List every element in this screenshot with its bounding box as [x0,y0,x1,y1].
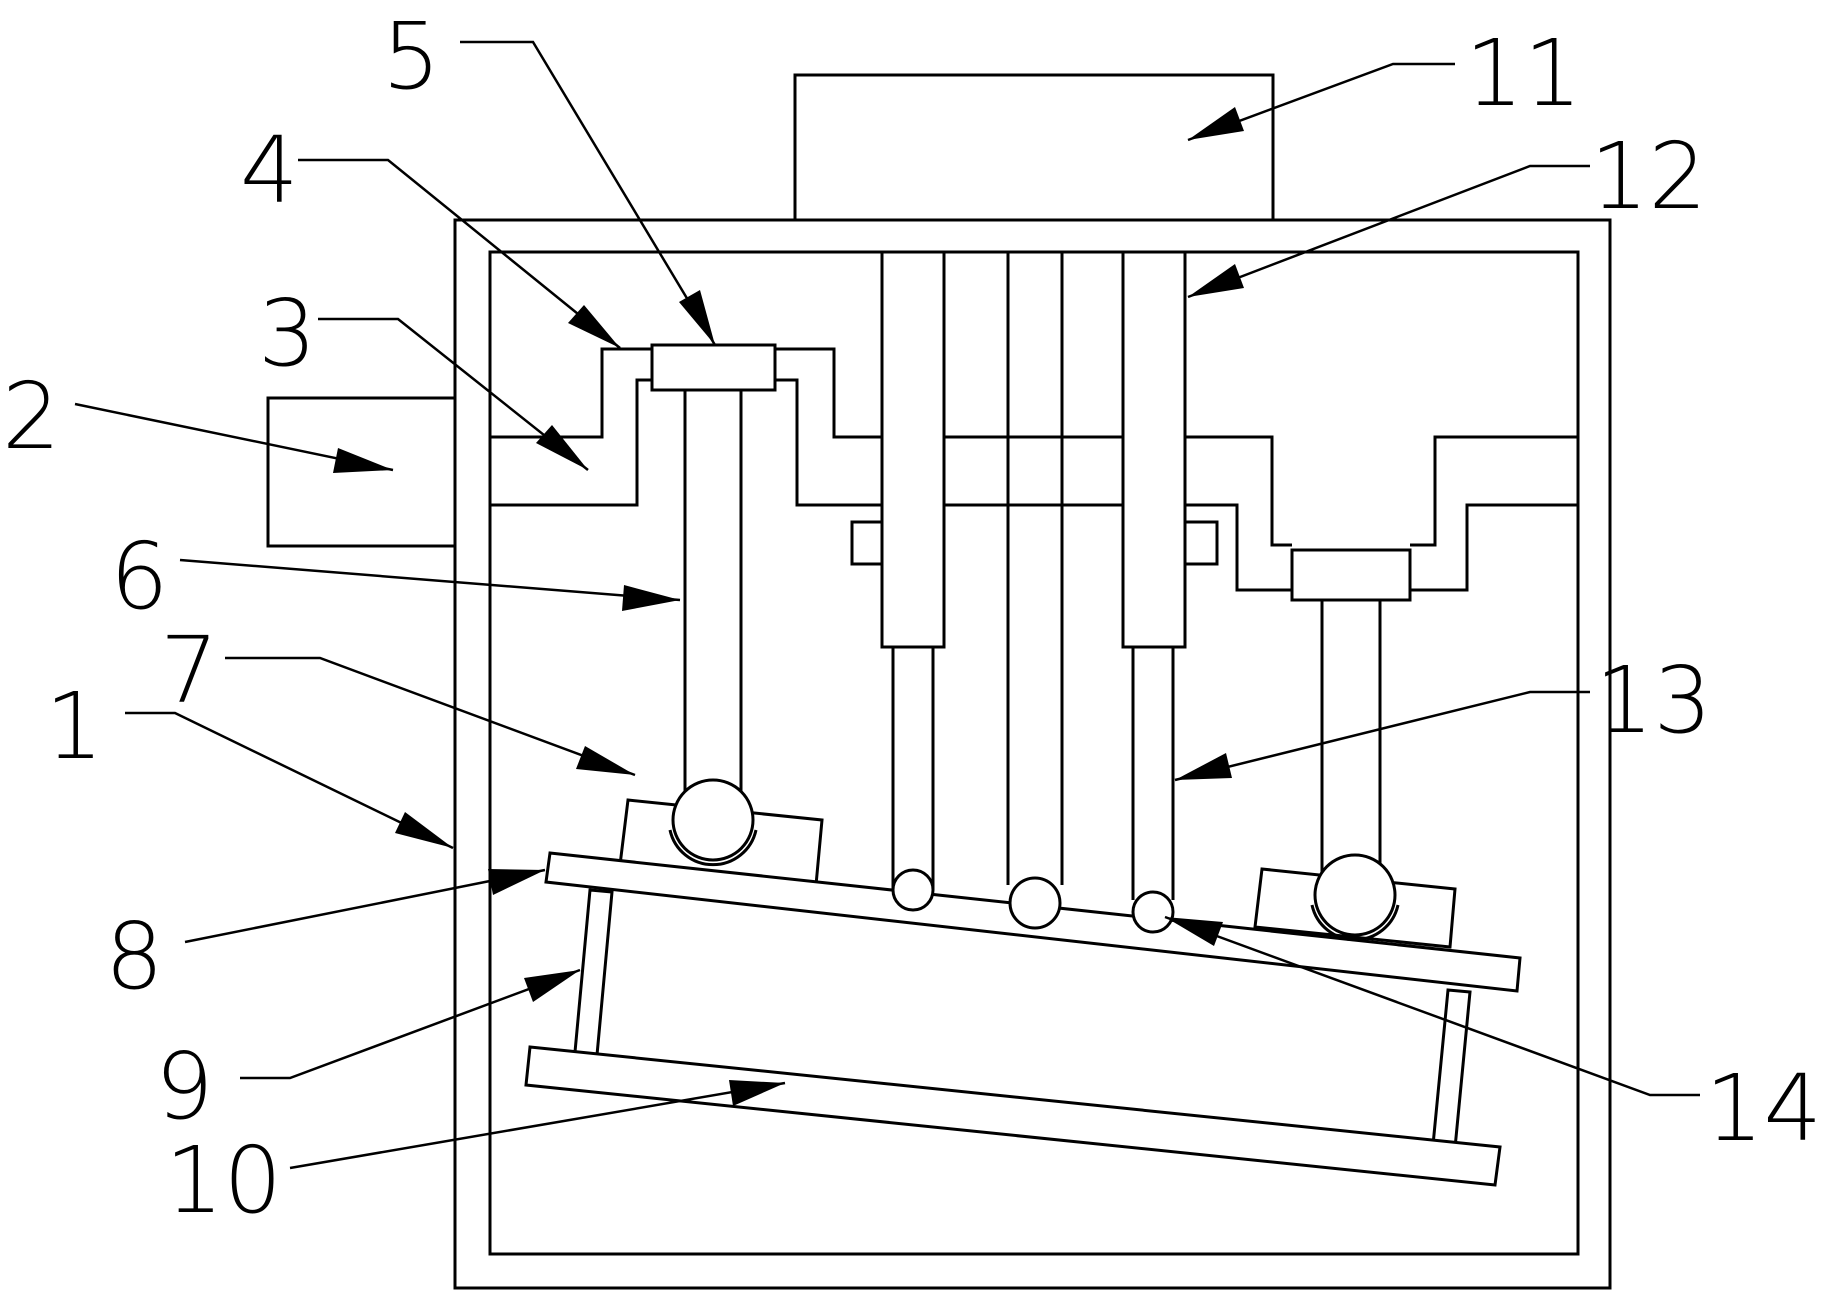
cylinder-right [1121,250,1187,900]
label-6: 6 [110,523,169,630]
label-11: 11 [1465,20,1582,127]
slider-right [1290,548,1412,602]
label-2: 2 [2,363,61,470]
lower-plate [524,1045,1502,1187]
side-box [266,396,457,548]
center-rod [1006,252,1064,885]
label-7: 7 [160,617,219,724]
label-5: 5 [382,3,441,110]
housing [453,218,1612,1290]
number-labels: 1 2 3 4 5 6 7 8 9 10 11 12 13 14 [2,3,1822,1234]
label-10: 10 [165,1127,282,1234]
top-motor-box [793,73,1275,220]
roller-balls [668,778,1400,942]
label-14: 14 [1705,1055,1822,1162]
beam-rail [490,347,1578,592]
label-1: 1 [45,673,104,780]
slider-left [650,343,777,392]
label-9: 9 [155,1033,214,1140]
push-rod-left [683,390,743,800]
label-3: 3 [258,280,317,387]
label-12: 12 [1590,123,1707,230]
label-13: 13 [1595,647,1712,754]
label-8: 8 [105,903,164,1010]
label-4: 4 [240,117,299,224]
push-rod-right [1320,600,1382,880]
cylinder-left [880,250,946,890]
leader-lines [74,40,1700,1170]
